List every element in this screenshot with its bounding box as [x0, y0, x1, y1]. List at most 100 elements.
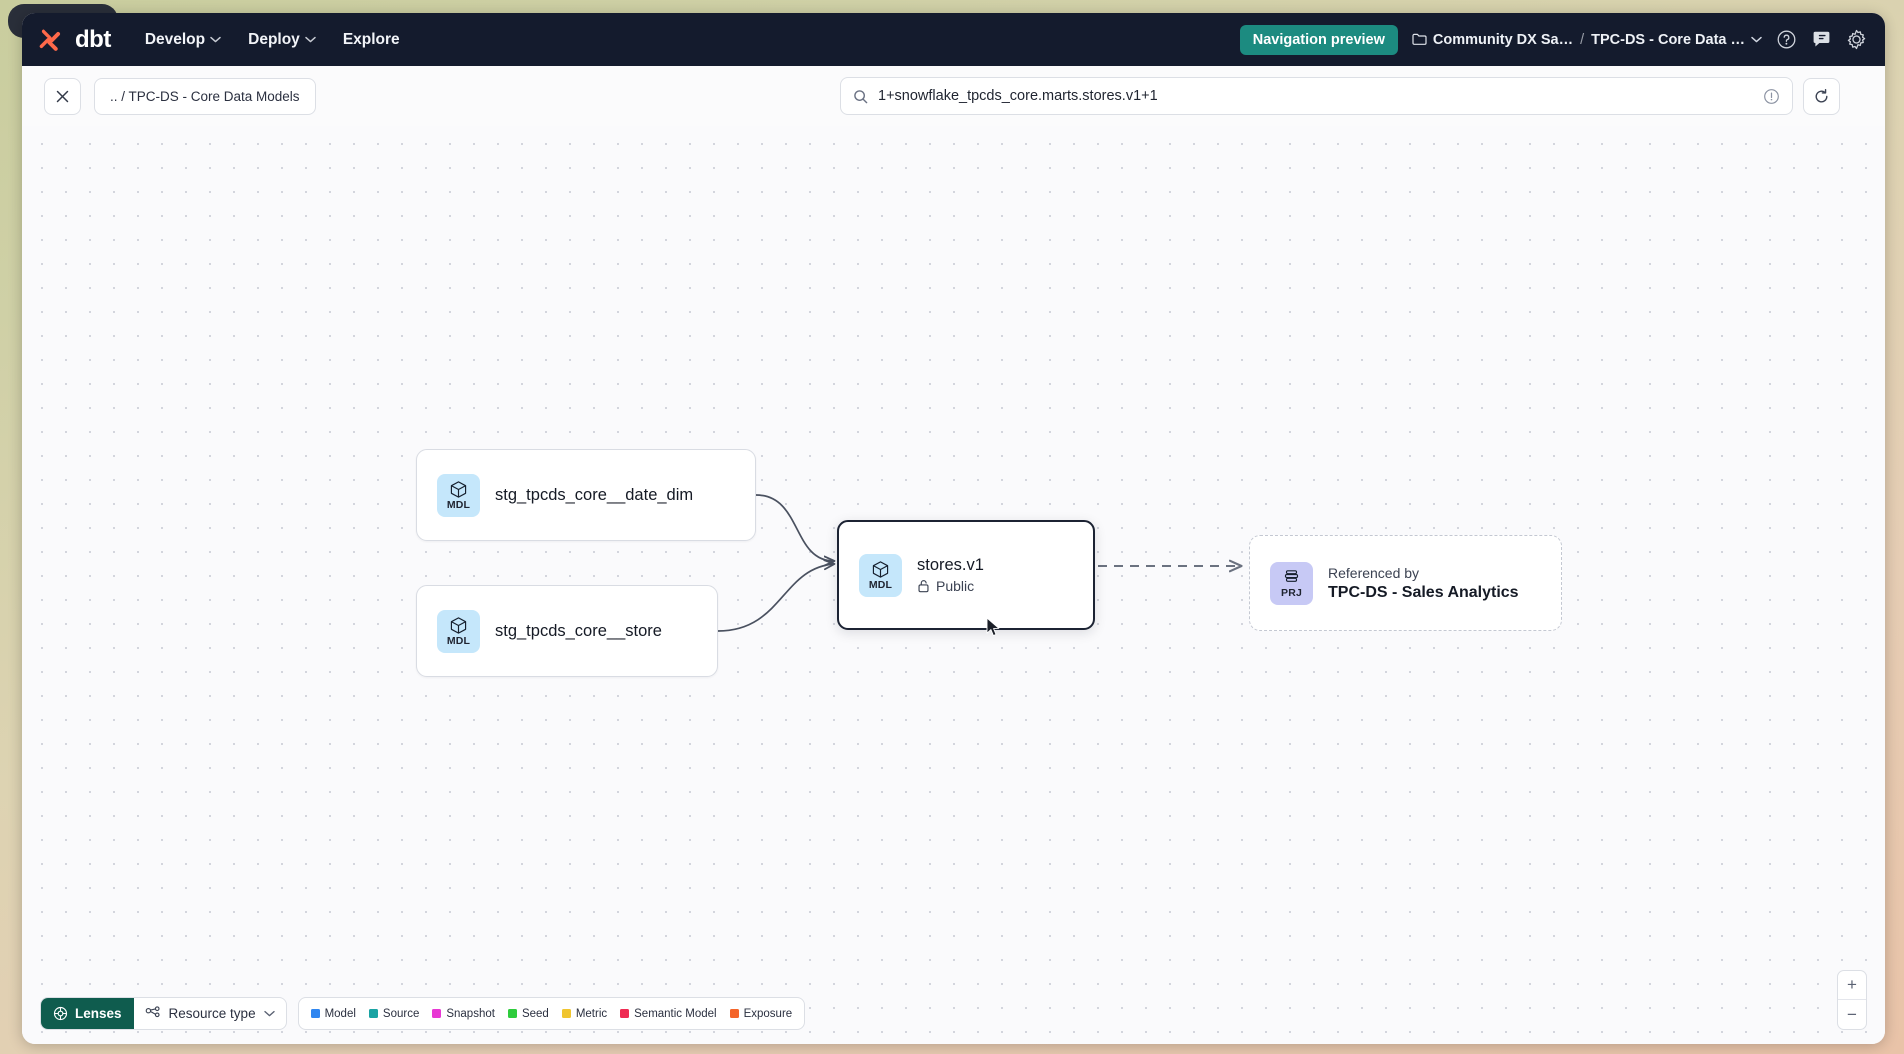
zoom-controls: + −	[1837, 970, 1867, 1030]
node-access-row: Public	[917, 578, 984, 594]
chevron-down-icon	[305, 36, 316, 43]
resource-badge-label: MDL	[868, 578, 893, 591]
resource-type-filter[interactable]: Resource type	[134, 998, 286, 1029]
cube-icon	[450, 617, 467, 634]
legend-item-snapshot: Snapshot	[432, 1008, 495, 1020]
chevron-down-icon	[263, 1010, 275, 1017]
chevron-down-icon	[1751, 36, 1762, 43]
lineage-node-stores-v1[interactable]: MDL stores.v1 Public	[837, 520, 1095, 630]
top-navigation-bar: dbt Develop Deploy Explore Navigation pr…	[22, 13, 1885, 66]
nav-item-deploy-label: Deploy	[248, 30, 300, 48]
zoom-in-button[interactable]: +	[1838, 971, 1866, 1000]
lineage-node-stg-store[interactable]: MDL stg_tpcds_core__store	[416, 585, 718, 677]
close-lineage-button[interactable]	[44, 77, 81, 115]
resource-badge-label: MDL	[446, 634, 471, 647]
nodes-icon	[145, 1006, 160, 1018]
legend-label: Exposure	[743, 1007, 793, 1020]
edge-store-to-stores	[717, 564, 834, 632]
breadcrumb-project[interactable]: TPC-DS - Core Data …	[1591, 32, 1762, 48]
lens-icon	[53, 1006, 68, 1021]
node-kicker: Referenced by	[1328, 564, 1420, 581]
primary-nav: Develop Deploy Explore	[145, 31, 400, 49]
legend-label: Metric	[575, 1007, 608, 1020]
node-title: TPC-DS - Sales Analytics	[1328, 583, 1519, 601]
legend-item-source: Source	[368, 1007, 420, 1020]
zoom-out-button[interactable]: −	[1847, 1004, 1857, 1024]
search-area	[840, 77, 1840, 115]
legend-swatch	[561, 1009, 571, 1018]
refresh-lineage-button[interactable]	[1803, 77, 1840, 115]
node-text-block: Referenced by TPC-DS - Sales Analytics	[1328, 565, 1519, 602]
legend-label: Snapshot	[446, 1007, 495, 1020]
refresh-icon	[1815, 88, 1828, 102]
lineage-edges	[717, 494, 1885, 632]
legend-label: Source	[382, 1007, 420, 1020]
legend-item-semantic-model: Semantic Model	[620, 1007, 717, 1020]
lenses-label: Lenses	[75, 1006, 122, 1021]
breadcrumb-account[interactable]: Community DX Sa…	[1412, 32, 1573, 48]
resource-badge-mdl: MDL	[859, 553, 902, 597]
info-circle-icon[interactable]	[1763, 88, 1780, 105]
legend-item-seed: Seed	[507, 1008, 549, 1020]
breadcrumb-chip[interactable]: .. / TPC-DS - Core Data Models	[94, 77, 316, 115]
search-input[interactable]	[878, 88, 1753, 104]
gear-icon	[1847, 29, 1866, 50]
legend-item-model: Model	[310, 1007, 356, 1020]
legend-item-metric: Metric	[561, 1007, 608, 1020]
lineage-canvas[interactable]: MDL stg_tpcds_core__date_dim MDL stg_tpc…	[22, 126, 1885, 1044]
breadcrumb-separator: /	[1580, 31, 1585, 48]
app-window: dbt Develop Deploy Explore Navigation pr…	[22, 13, 1885, 1044]
lineage-search-box[interactable]	[840, 77, 1793, 115]
navigation-preview-badge[interactable]: Navigation preview	[1239, 24, 1398, 55]
node-text-block: stores.v1 Public	[917, 556, 984, 594]
resource-type-legend: Model Source Snapshot Seed	[297, 997, 806, 1030]
dbt-brand[interactable]: dbt	[36, 25, 111, 55]
nav-item-develop-label: Develop	[144, 30, 206, 48]
legend-swatch	[729, 1009, 739, 1018]
account-breadcrumb: Community DX Sa… / TPC-DS - Core Data …	[1412, 32, 1762, 48]
resource-badge-label: MDL	[446, 498, 471, 511]
resource-badge-mdl: MDL	[437, 473, 480, 517]
nav-item-explore-label: Explore	[342, 30, 400, 48]
canvas-bottom-toolbar: Lenses Resource type	[40, 997, 806, 1030]
legend-swatch	[432, 1009, 442, 1018]
legend-item-exposure: Exposure	[729, 1007, 793, 1020]
cube-icon	[872, 561, 889, 578]
nav-item-explore[interactable]: Explore	[343, 31, 400, 49]
breadcrumb-account-label: Community DX Sa…	[1432, 31, 1574, 48]
edge-date-dim-to-stores	[755, 494, 834, 561]
explorer-toolbar: .. / TPC-DS - Core Data Models	[22, 66, 1885, 126]
resource-badge-label: PRJ	[1280, 586, 1303, 599]
dbt-logo-icon	[39, 29, 61, 51]
top-bar-right-cluster: Navigation preview Community DX Sa… / TP…	[1239, 24, 1867, 55]
legend-swatch	[620, 1009, 630, 1018]
nav-item-develop[interactable]: Develop	[145, 31, 221, 49]
legend-label: Semantic Model	[634, 1007, 717, 1020]
settings-button[interactable]	[1846, 29, 1867, 50]
nav-item-deploy[interactable]: Deploy	[248, 31, 316, 49]
close-icon	[56, 90, 69, 102]
legend-swatch	[368, 1009, 378, 1018]
legend-swatch	[507, 1009, 517, 1018]
help-circle-icon	[1777, 30, 1796, 49]
feedback-button[interactable]	[1811, 29, 1832, 50]
folder-icon	[1412, 33, 1427, 45]
node-text-block: stg_tpcds_core__date_dim	[495, 486, 693, 505]
legend-label: Model	[324, 1007, 356, 1020]
resource-type-label: Resource type	[168, 1006, 256, 1021]
lenses-button[interactable]: Lenses	[41, 998, 134, 1029]
cube-icon	[450, 481, 467, 498]
lineage-node-stg-date-dim[interactable]: MDL stg_tpcds_core__date_dim	[416, 449, 756, 541]
node-title: stg_tpcds_core__store	[495, 621, 662, 640]
unlock-icon	[918, 580, 929, 593]
lineage-node-referenced-by-project[interactable]: PRJ Referenced by TPC-DS - Sales Analyti…	[1249, 535, 1562, 631]
help-button[interactable]	[1776, 29, 1797, 50]
resource-badge-mdl: MDL	[437, 609, 480, 653]
lenses-group: Lenses Resource type	[40, 997, 287, 1030]
chevron-down-icon	[210, 36, 221, 43]
node-title: stg_tpcds_core__date_dim	[495, 485, 694, 504]
node-access-label: Public	[936, 578, 975, 594]
project-stack-icon	[1284, 569, 1299, 582]
search-icon	[854, 89, 868, 103]
